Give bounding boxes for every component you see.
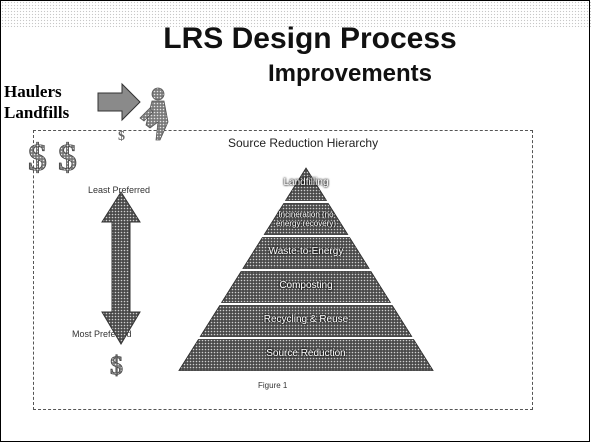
- pyramid-tier: [242, 237, 370, 269]
- pyramid-tier: [220, 271, 392, 303]
- recycling-person-icon: [139, 87, 169, 141]
- pyramid-tier-label: Recycling & Reuse: [263, 314, 349, 325]
- haulers-label: Haulers: [4, 82, 62, 101]
- pyramid-tier-label: Source Reduction: [266, 348, 346, 359]
- hierarchy-pyramid: [178, 167, 434, 371]
- pyramid-tier-label: Incineration (no energy recovery): [275, 210, 337, 228]
- svg-text:$: $: [58, 137, 77, 179]
- svg-text:$: $: [110, 351, 123, 380]
- pyramid-tier: [178, 339, 434, 371]
- slide-title: LRS Design Process: [163, 22, 457, 55]
- dollar-sign-icon: $: [58, 137, 78, 180]
- landfills-label: Landfills: [4, 103, 70, 122]
- pyramid-tier: [263, 203, 349, 235]
- slide-subtitle: Improvements: [267, 60, 433, 87]
- pyramid-tier-label: Landfilling: [283, 177, 329, 189]
- most-preferred-label: Most Preferred: [72, 329, 132, 339]
- right-arrow-icon: [97, 82, 141, 122]
- double-arrow-icon: [101, 191, 141, 345]
- pyramid-tier: [284, 167, 328, 201]
- figure-title: Source Reduction Hierarchy: [228, 136, 379, 150]
- svg-text:$: $: [28, 137, 47, 179]
- top-texture: [1, 1, 591, 27]
- pyramid-tier-label: Composting: [279, 280, 333, 291]
- figure-caption: Figure 1: [258, 381, 288, 390]
- figure-frame: [33, 130, 533, 410]
- svg-text:$: $: [118, 129, 125, 144]
- least-preferred-label: Least Preferred: [88, 185, 151, 195]
- dollar-sign-icon: $: [118, 129, 125, 144]
- dollar-sign-icon: $: [28, 137, 48, 180]
- dollar-sign-icon: $: [110, 351, 124, 381]
- pyramid-tier-label: Waste-to-Energy: [268, 246, 344, 257]
- pyramid-tier: [199, 305, 413, 337]
